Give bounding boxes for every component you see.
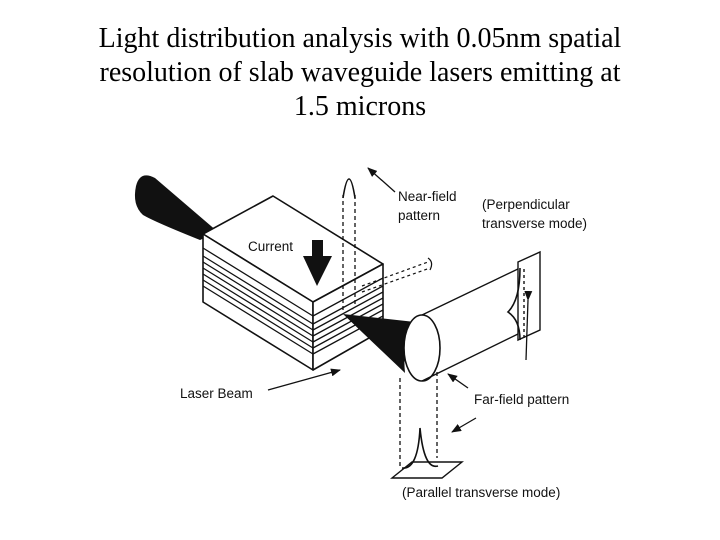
- parallel-profile: [401, 427, 439, 469]
- label-far-field: Far-field pattern: [474, 392, 569, 407]
- near-field-projection: [342, 178, 356, 310]
- laser-chip: [202, 195, 384, 371]
- title-line-1: Light distribution analysis with 0.05nm …: [98, 23, 622, 54]
- far-field-up-arrow: [447, 373, 469, 389]
- current-arrow-icon: [303, 240, 332, 286]
- near-field-profile: [342, 178, 356, 199]
- label-laser-beam: Laser Beam: [180, 386, 253, 401]
- near-field-arrow: [367, 167, 396, 193]
- label-current: Current: [248, 239, 293, 254]
- slide-title: Light distribution analysis with 0.05nm …: [40, 22, 680, 124]
- beam-spot: [403, 314, 441, 382]
- far-field-arrow: [451, 417, 477, 433]
- title-line-2: resolution of slab waveguide lasers emit…: [99, 57, 621, 88]
- beam-tube: [421, 267, 521, 382]
- near-field-horizontal: [361, 257, 433, 293]
- label-parallel: (Parallel transverse mode): [402, 485, 560, 500]
- perpendicular-screen: [506, 250, 541, 342]
- parallel-projection: [399, 372, 438, 468]
- title-line-3: 1.5 microns: [293, 91, 427, 122]
- label-perpendicular-mode: transverse mode): [482, 216, 587, 231]
- leader-lines: [267, 167, 533, 433]
- front-beam-cone: [343, 314, 415, 373]
- rear-beam-cone: [134, 175, 218, 240]
- perpendicular-arrow: [524, 290, 533, 361]
- parallel-screen: [390, 427, 464, 479]
- label-near-field: Near-field: [398, 189, 457, 204]
- label-near-field-pattern: pattern: [398, 208, 440, 223]
- label-perpendicular: (Perpendicular: [482, 197, 570, 212]
- laser-beam-arrow: [267, 368, 341, 391]
- perpendicular-profile: [506, 267, 521, 341]
